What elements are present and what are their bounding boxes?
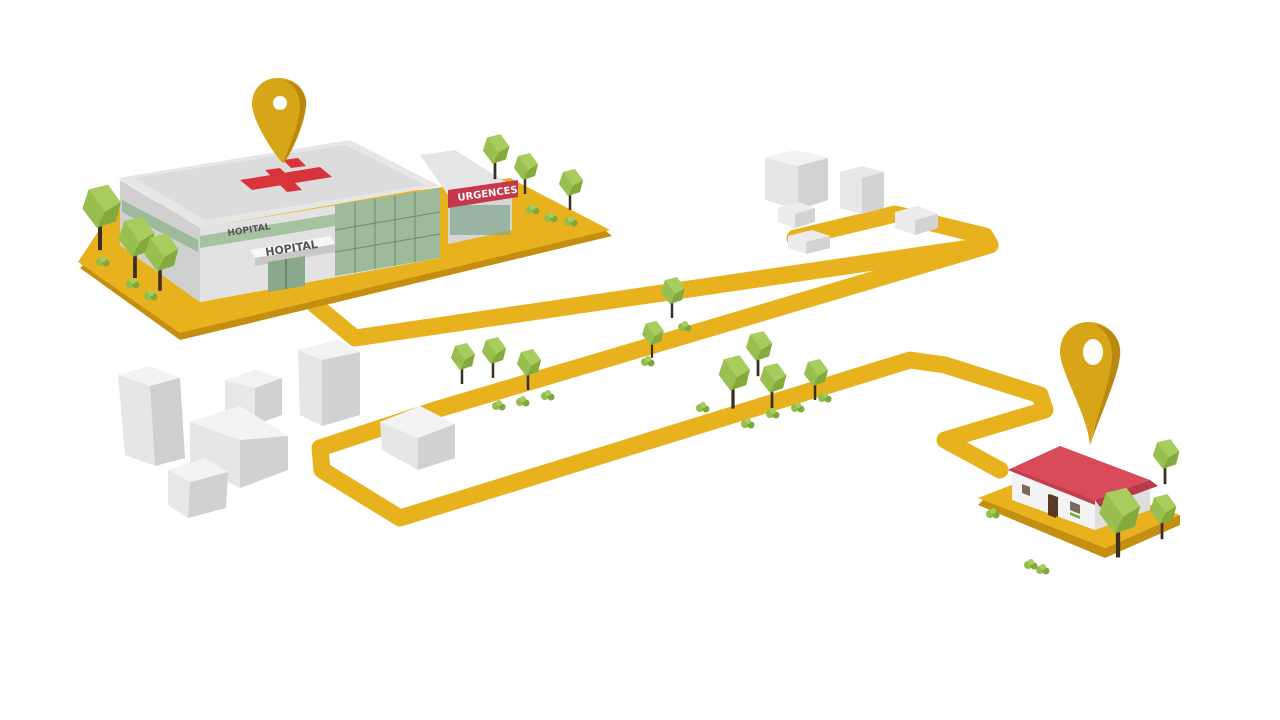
house-building [1008,446,1158,530]
emergency-sign [448,180,518,208]
hospital-building: URGENCES HOPITAL [118,140,518,302]
hospital-location-pin-icon [252,78,307,163]
route-path [306,205,1054,527]
city-blocks-top [765,150,938,254]
city-blocks-left [118,340,455,518]
house-location-pin-icon [1060,322,1121,446]
red-cross-icon [240,158,332,192]
